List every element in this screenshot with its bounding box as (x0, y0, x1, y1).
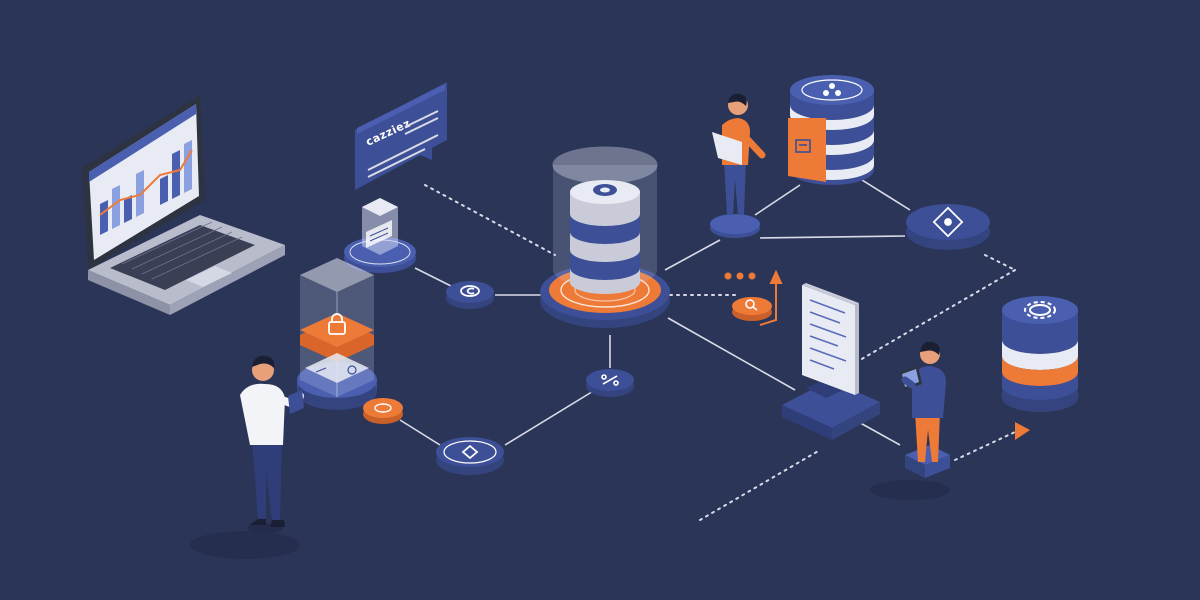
person-analyst (240, 355, 304, 533)
node-diamond-bottom (436, 437, 504, 475)
ground-shadows (190, 480, 950, 559)
network-icon (823, 83, 841, 96)
central-database (540, 146, 670, 328)
percent-icon (601, 374, 619, 386)
node-copyright (446, 281, 494, 309)
keyboard-keys (121, 221, 243, 280)
bubble-lines (367, 110, 439, 178)
keyboard (110, 225, 255, 290)
right-database (1002, 296, 1078, 412)
search-icon (745, 299, 758, 311)
document-station (344, 198, 416, 273)
person-presenter (710, 93, 766, 238)
typing-dots (724, 272, 756, 280)
diamond-icon (461, 444, 479, 460)
kiosk-screen-lines (809, 299, 847, 370)
laptop-icon (82, 95, 285, 315)
node-search (732, 297, 772, 321)
play-icon (1015, 422, 1030, 440)
secure-container (297, 258, 377, 410)
person-operator (900, 341, 950, 478)
lock-icon (328, 313, 346, 335)
top-database (788, 75, 874, 185)
node-percent (586, 369, 634, 397)
doc-lines (369, 227, 389, 242)
card-icon (795, 139, 811, 153)
node-diamond-right (906, 204, 990, 250)
speech-bubble: cazziez (355, 82, 447, 190)
copyright-icon (460, 285, 480, 297)
connector-lines (399, 179, 911, 446)
dotted-lines (424, 184, 1016, 521)
arrow-up-icon (759, 269, 783, 326)
container-marks (315, 365, 357, 375)
chart-bars (100, 140, 192, 235)
kiosk-icon (782, 283, 880, 440)
database-icon (593, 184, 617, 196)
diamond-icon (932, 206, 964, 238)
gear-icon (1024, 301, 1056, 319)
node-orange-small (363, 398, 403, 424)
